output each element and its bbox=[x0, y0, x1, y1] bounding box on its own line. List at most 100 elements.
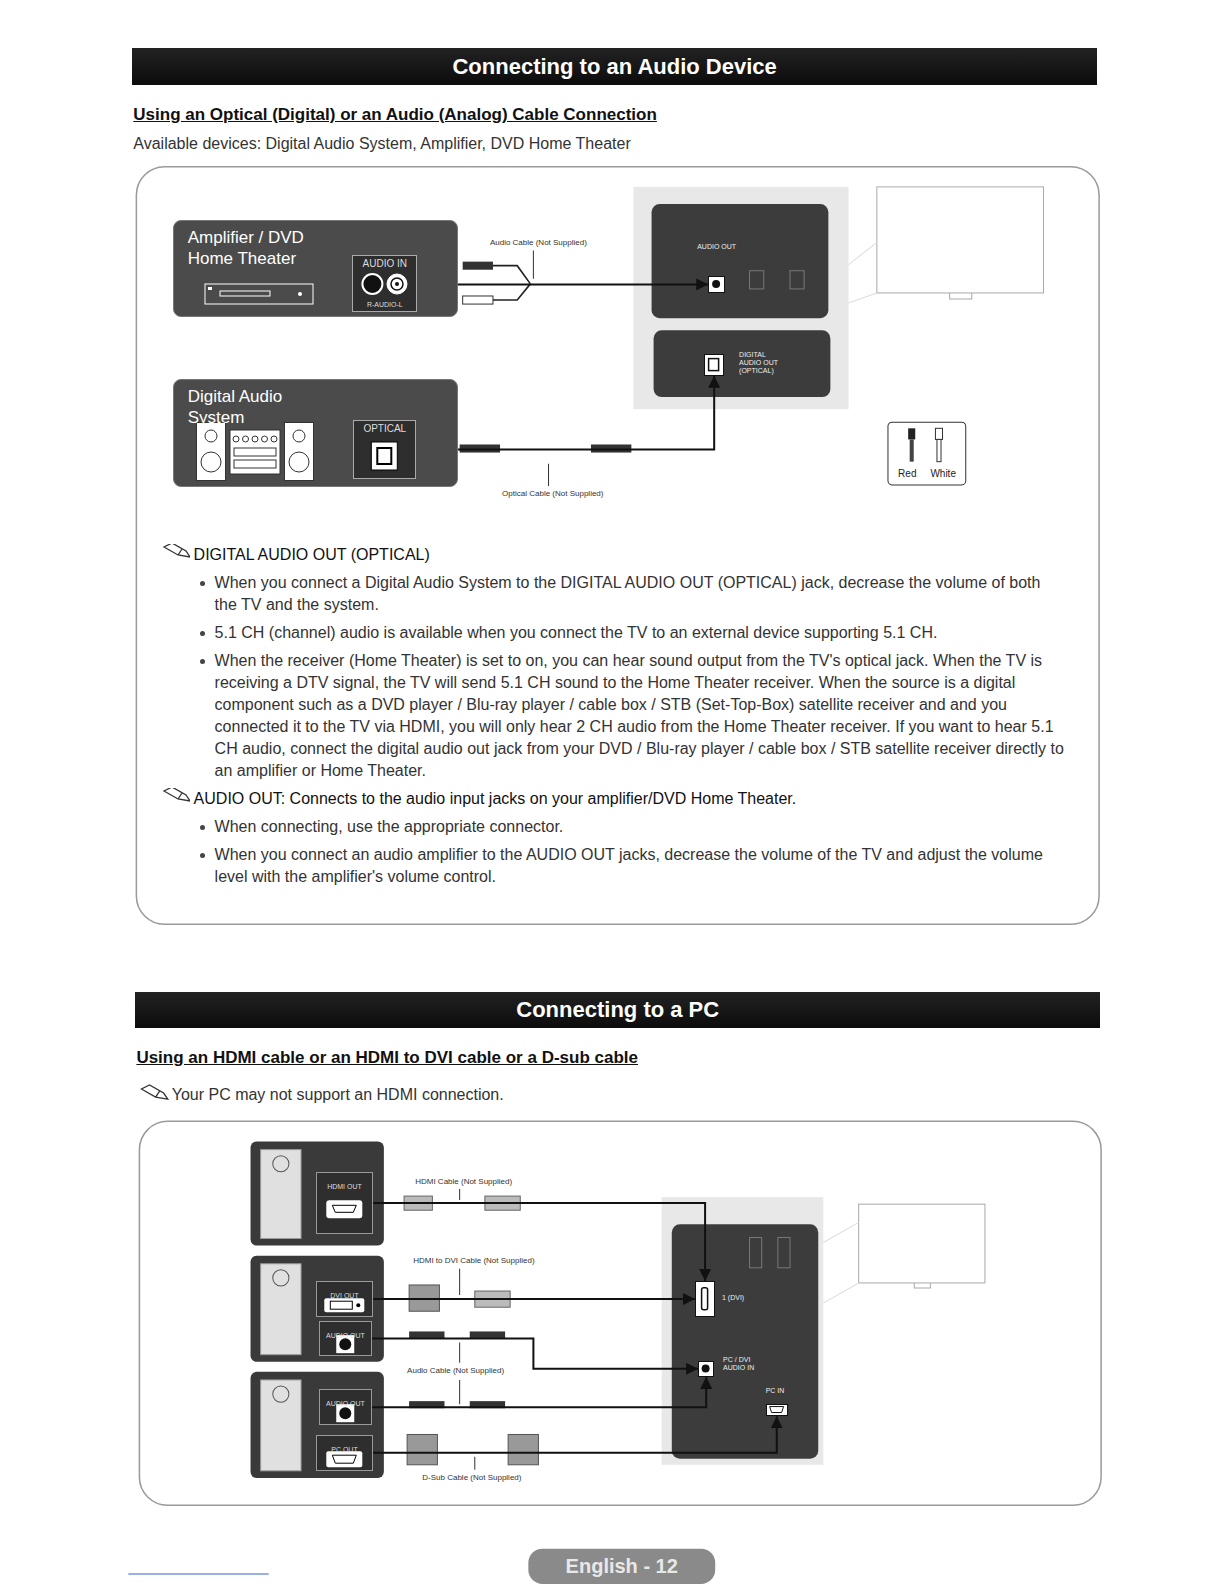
optical-out-port: DIGITAL AUDIO OUT (OPTICAL) bbox=[704, 354, 724, 376]
pc-tower bbox=[251, 1142, 384, 1478]
rca-icon bbox=[353, 271, 416, 297]
plug-color: White bbox=[930, 468, 956, 480]
hifi-icon bbox=[271, 436, 277, 442]
hdmi-icon bbox=[326, 1200, 362, 1218]
jack-icon bbox=[709, 277, 723, 291]
hdmiv-icon bbox=[702, 1288, 708, 1310]
pc-port: AUDIO OUT bbox=[319, 1321, 372, 1355]
hifi-icon bbox=[234, 460, 276, 468]
audio-in-port: PC / DVI AUDIO IN bbox=[698, 1361, 714, 1377]
dvi-icon bbox=[330, 1301, 352, 1309]
cable-plug bbox=[463, 262, 493, 270]
opt-icon bbox=[705, 355, 722, 374]
undefined-icon bbox=[609, 1006, 623, 1012]
cable-plug bbox=[493, 266, 530, 300]
page-footer bbox=[128, 1549, 715, 1584]
note-bullet: When you connect a Digital Audio System … bbox=[160, 572, 1065, 616]
jack-icon bbox=[339, 1338, 351, 1350]
audio-in-jacks: AUDIO IN R-AUDIO-L bbox=[352, 255, 417, 312]
pencil-icon bbox=[141, 1085, 167, 1099]
port-label: PC IN bbox=[766, 1387, 806, 1395]
plug-legend bbox=[937, 439, 941, 461]
cable-label: Audio Cable (Not Supplied) bbox=[489, 238, 588, 248]
pc-port: PC OUT bbox=[316, 1435, 373, 1471]
hifi-icon bbox=[230, 430, 280, 474]
bullet-dot bbox=[200, 581, 205, 586]
tv-back-panel bbox=[750, 1237, 762, 1267]
port-label: R-AUDIO-L bbox=[367, 301, 403, 309]
note-heading: AUDIO OUT: Connects to the audio input j… bbox=[160, 788, 1065, 810]
cable-connector bbox=[416, 376, 714, 450]
jack-icon bbox=[702, 1364, 710, 1372]
cable-connector bbox=[373, 1203, 705, 1281]
port-label: AUDIO OUT bbox=[326, 1331, 365, 1340]
cable-label: HDMI Cable (Not Supplied) bbox=[414, 1177, 513, 1187]
leader-line bbox=[474, 1457, 475, 1470]
section-heading: Connecting to a PC bbox=[135, 992, 1100, 1028]
leader-line bbox=[459, 1269, 460, 1295]
pc-tower bbox=[273, 1386, 289, 1402]
port-label: DVI OUT bbox=[330, 1291, 358, 1300]
port-label: AUDIO OUT bbox=[697, 243, 743, 251]
hdmi-icon bbox=[332, 1205, 356, 1212]
note-bullet: When you connect an audio amplifier to t… bbox=[160, 844, 1065, 888]
jack-icon bbox=[339, 1407, 351, 1419]
plug-legend bbox=[888, 422, 966, 485]
section-subheading: Using an Optical (Digital) or an Audio (… bbox=[133, 105, 657, 125]
pencil-icon bbox=[164, 788, 190, 801]
dvi-icon bbox=[324, 1298, 364, 1312]
dsub-icon bbox=[332, 1455, 356, 1463]
hifi-icon bbox=[196, 422, 314, 482]
plug-legend bbox=[888, 422, 966, 485]
section-heading: Connecting to an Audio Device bbox=[132, 48, 1097, 85]
port-label: AUDIO OUT bbox=[326, 1399, 365, 1408]
optical-in-port: OPTICAL bbox=[353, 420, 416, 479]
pc-tower bbox=[251, 1372, 384, 1478]
port-label: OPTICAL bbox=[363, 423, 406, 434]
pc-port: DVI OUT bbox=[316, 1281, 373, 1317]
tv-back-panel bbox=[633, 187, 848, 1465]
note-panel bbox=[136, 167, 1099, 925]
dvd-icon bbox=[208, 287, 212, 290]
rca-icon bbox=[391, 278, 403, 290]
section-subheading: Using an HDMI cable or an HDMI to DVI ca… bbox=[136, 1048, 638, 1068]
hifi-icon bbox=[205, 430, 217, 442]
plug-legend bbox=[908, 428, 915, 439]
cable-connector bbox=[373, 1416, 777, 1452]
hifi-icon bbox=[289, 452, 309, 472]
bullet-dot bbox=[200, 853, 205, 858]
rca-icon bbox=[395, 282, 399, 286]
plug-legend bbox=[910, 439, 914, 461]
note-panel bbox=[139, 1121, 1101, 1505]
pc-tower bbox=[261, 1380, 301, 1471]
audio-out-port: AUDIO OUT bbox=[708, 276, 725, 293]
leader-line bbox=[548, 464, 549, 486]
pencil-icon bbox=[162, 788, 190, 806]
port-label: AUDIO IN bbox=[363, 258, 407, 269]
page-footer bbox=[128, 1573, 268, 1574]
tv-front bbox=[950, 293, 972, 299]
leader-line bbox=[459, 1189, 460, 1200]
pencil-icon bbox=[141, 1085, 167, 1099]
hifi-icon bbox=[233, 436, 239, 442]
hifi-icon bbox=[293, 430, 305, 442]
dsub-icon bbox=[769, 1407, 783, 1413]
device-box: Amplifier / DVD Home TheaterAUDIO INR-AU… bbox=[173, 220, 458, 317]
rca-icon bbox=[363, 274, 383, 294]
port-label: DIGITAL AUDIO OUT (OPTICAL) bbox=[739, 351, 781, 375]
cable-label: Optical Cable (Not Supplied) bbox=[501, 489, 604, 499]
tv-back-panel bbox=[750, 271, 764, 289]
optbig-icon bbox=[354, 439, 415, 473]
dvd-icon bbox=[298, 292, 302, 296]
opt-icon bbox=[709, 358, 719, 370]
hdmiv-icon bbox=[696, 1282, 713, 1315]
port-label: PC / DVI AUDIO IN bbox=[723, 1356, 763, 1372]
pc-tower bbox=[273, 1270, 289, 1286]
note-heading: DIGITAL AUDIO OUT (OPTICAL) bbox=[160, 544, 1065, 566]
hifi-icon bbox=[196, 422, 225, 480]
cable-plug bbox=[407, 1434, 437, 1464]
port-label: 1 (DVI) bbox=[722, 1294, 758, 1302]
dvi-icon bbox=[356, 1303, 360, 1307]
device-list: Available devices: Digital Audio System,… bbox=[133, 134, 630, 153]
pc-tower bbox=[273, 1156, 289, 1172]
